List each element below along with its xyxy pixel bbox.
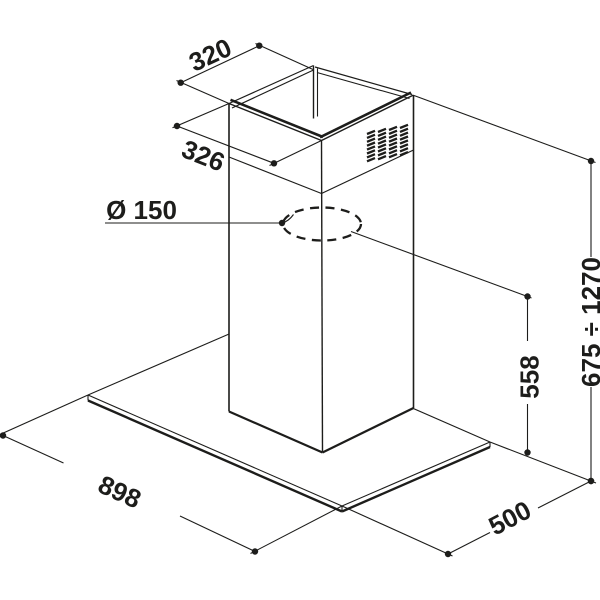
- dimension-height-range: 675 ÷ 1270: [413, 94, 600, 485]
- duct-outlet-dashed-circle: [281, 206, 363, 242]
- chimney-left-face: [229, 103, 323, 453]
- vent-grille-icon: [366, 123, 409, 163]
- dim-label-duct-diameter: Ø 150: [106, 195, 177, 225]
- dim-label-558: 558: [515, 355, 545, 398]
- base-plate-front-left-side: [88, 395, 342, 512]
- dim-label-height-range: 675 ÷ 1270: [576, 257, 600, 387]
- chimney-duct-cover: [228, 58, 415, 454]
- dimension-duct-diameter: Ø 150: [105, 195, 294, 227]
- dimension-558: 558: [350, 230, 545, 456]
- chimney-right-face: [321, 95, 414, 453]
- chimney-top-opening: [229, 58, 414, 141]
